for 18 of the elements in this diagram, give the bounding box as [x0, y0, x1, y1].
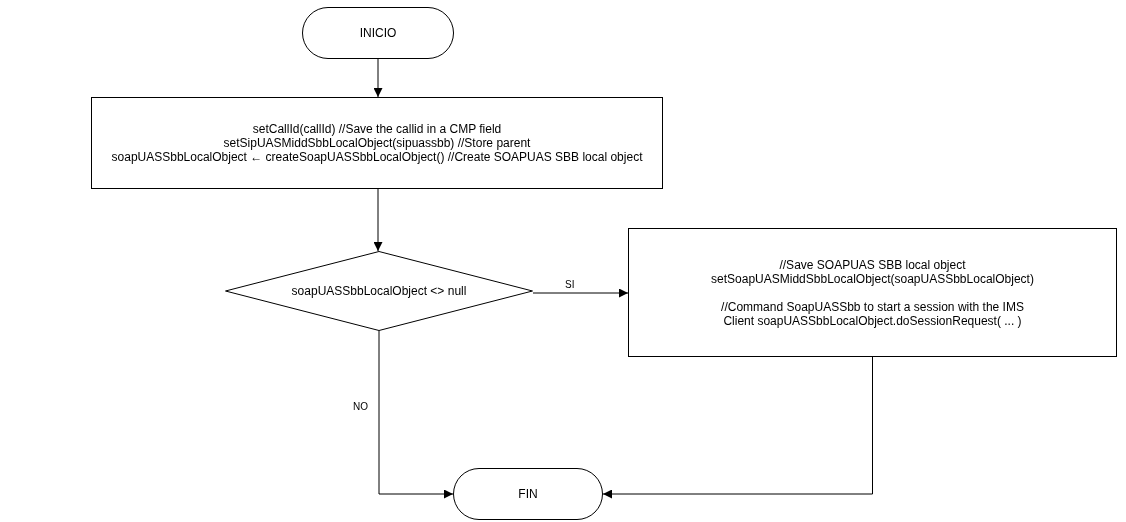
code-text: //Command SoapUASSbb to start a session with the IMS Client soapUASSbbLocalObject.doSessionRequest( ... )	[720, 299, 1025, 328]
process-box	[628, 228, 1117, 357]
arrow	[373, 188, 383, 252]
arrow	[378, 330, 454, 499]
edge-label: SI	[563, 279, 577, 290]
process-box	[91, 97, 663, 189]
code-text: soapUASSbbLocalObject ← createSoapUASSbbLocalObject() //Create SOAPUAS SBB local object	[111, 150, 643, 164]
node-label: soapUASSbbLocalObject <> null	[291, 284, 467, 298]
node-label: FIN	[518, 487, 538, 501]
decision-diamond	[225, 251, 533, 331]
arrow	[602, 356, 873, 499]
arrow	[373, 58, 383, 98]
code-text: setCallId(callId) //Save the callid in a CMP field	[252, 122, 502, 136]
arrow	[532, 288, 629, 298]
node-label: INICIO	[359, 26, 397, 40]
code-text: //Save SOAPUAS SBB local object setSoapUASMiddSbbLocalObject(soapUASSbbLocalObject)	[710, 257, 1035, 286]
edge-label: NO	[351, 401, 370, 412]
code-text: setSipUASMiddSbbLocalObject(sipuassbb) //Store parent	[223, 136, 531, 150]
